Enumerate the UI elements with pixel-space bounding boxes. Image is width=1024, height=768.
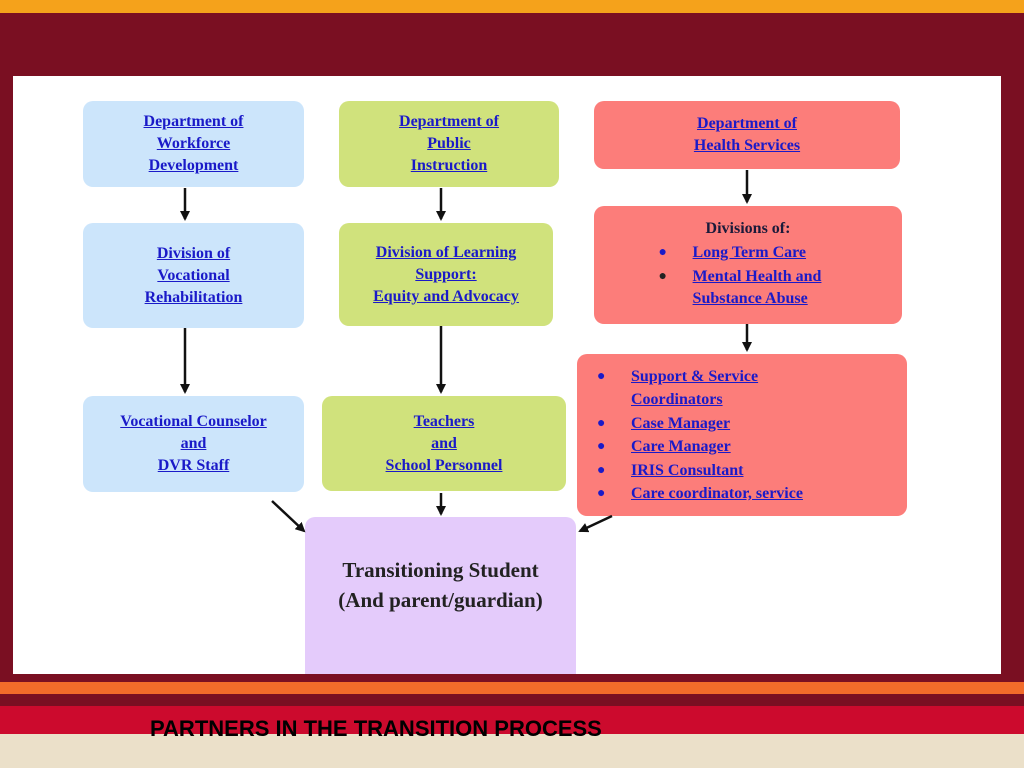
staff-support-coordinators-label-2[interactable]: Coordinators (631, 391, 723, 408)
teachers-line-3[interactable]: School Personnel (385, 456, 503, 474)
top-stripe (0, 0, 1024, 13)
divisions-health-box: Divisions of: ● Long Term Care ● Mental … (594, 206, 902, 324)
dept-health-line-2[interactable]: Health Services (693, 137, 801, 154)
vocational-staff-line-3[interactable]: DVR Staff (157, 457, 230, 474)
division-learning-box[interactable]: Division of Learning Support: Equity and… (339, 223, 553, 326)
division-learning-line-3[interactable]: Equity and Advocacy (373, 287, 519, 305)
divisions-heading: Divisions of: (705, 220, 791, 237)
footer-band-5 (0, 734, 1024, 768)
bullet-icon: ● (597, 462, 606, 478)
bullet-icon: ● (658, 245, 668, 260)
dept-instruction-line-2[interactable]: Public (427, 135, 471, 152)
division-learning-line-1[interactable]: Division of Learning (375, 243, 517, 261)
dept-health-line-1[interactable]: Department of (697, 115, 797, 132)
division-long-term-care[interactable]: ● Long Term Care (657, 242, 822, 264)
dept-workforce-line-2[interactable]: Workforce (156, 135, 231, 152)
student-line-2: (And parent/guardian) (338, 588, 543, 612)
footer-band-1 (0, 674, 1024, 682)
dept-instruction-line-3[interactable]: Instruction (410, 157, 488, 174)
dept-workforce-line-3[interactable]: Development (148, 157, 239, 174)
dept-instruction-box[interactable]: Department of Public Instruction (339, 101, 559, 187)
staff-iris-consultant-label[interactable]: IRIS Consultant (631, 461, 744, 479)
division-vocational-box[interactable]: Division of Vocational Rehabilitation (83, 223, 304, 328)
vocational-staff-box[interactable]: Vocational Counselor and DVR Staff (83, 396, 304, 492)
staff-support-coordinators-label-1[interactable]: Support & Service (631, 367, 759, 385)
teachers-box[interactable]: Teachers and School Personnel (322, 396, 566, 491)
bullet-icon: ● (597, 415, 606, 431)
dept-instruction-line-1[interactable]: Department of (399, 113, 499, 130)
teachers-line-1[interactable]: Teachers (413, 412, 475, 430)
bullet-icon: ● (597, 486, 606, 501)
slide-title: PARTNERS IN THE TRANSITION PROCESS (150, 716, 602, 741)
health-staff-box: ● Support & Service Coordinators ● Case … (577, 354, 907, 516)
staff-care-manager[interactable]: ● Care Manager (595, 435, 803, 459)
footer-band-3 (0, 694, 1024, 706)
footer-band-4 (0, 706, 1024, 734)
dept-workforce-box[interactable]: Department of Workforce Development (83, 101, 304, 187)
division-long-term-care-label[interactable]: Long Term Care (692, 244, 807, 261)
bullet-icon: ● (597, 368, 606, 384)
staff-care-manager-label[interactable]: Care Manager (631, 438, 731, 455)
division-mental-health-label-2[interactable]: Substance Abuse (692, 290, 808, 307)
student-box: Transitioning Student (And parent/guardi… (305, 517, 576, 674)
student-line-1: Transitioning Student (342, 558, 539, 582)
teachers-line-2[interactable]: and (431, 434, 457, 452)
divisions-list: ● Long Term Care ● Mental Health and Sub… (657, 242, 822, 310)
dept-health-box[interactable]: Department of Health Services (594, 101, 900, 169)
staff-care-coordinator-label[interactable]: Care coordinator, service (631, 485, 803, 502)
bullet-icon: ● (597, 439, 606, 454)
division-vocational-line-3[interactable]: Rehabilitation (144, 288, 243, 306)
staff-care-coordinator[interactable]: ● Care coordinator, service (595, 482, 803, 506)
division-vocational-line-1[interactable]: Division of (156, 244, 231, 262)
dept-workforce-line-1[interactable]: Department of (143, 113, 244, 130)
bullet-icon: ● (658, 269, 668, 284)
staff-case-manager[interactable]: ● Case Manager (595, 412, 803, 436)
staff-case-manager-label[interactable]: Case Manager (631, 414, 731, 432)
footer-band-2 (0, 682, 1024, 694)
staff-iris-consultant[interactable]: ● IRIS Consultant (595, 459, 803, 483)
division-mental-health[interactable]: ● Mental Health and Substance Abuse (657, 266, 822, 310)
division-vocational-line-2[interactable]: Vocational (157, 266, 230, 284)
health-staff-list: ● Support & Service Coordinators ● Case … (595, 365, 803, 506)
staff-support-coordinators[interactable]: ● Support & Service Coordinators (595, 365, 803, 412)
vocational-staff-line-1[interactable]: Vocational Counselor (120, 413, 267, 430)
vocational-staff-line-2[interactable]: and (180, 435, 207, 452)
division-mental-health-label-1[interactable]: Mental Health and (692, 268, 822, 285)
division-learning-line-2[interactable]: Support: (415, 265, 477, 283)
